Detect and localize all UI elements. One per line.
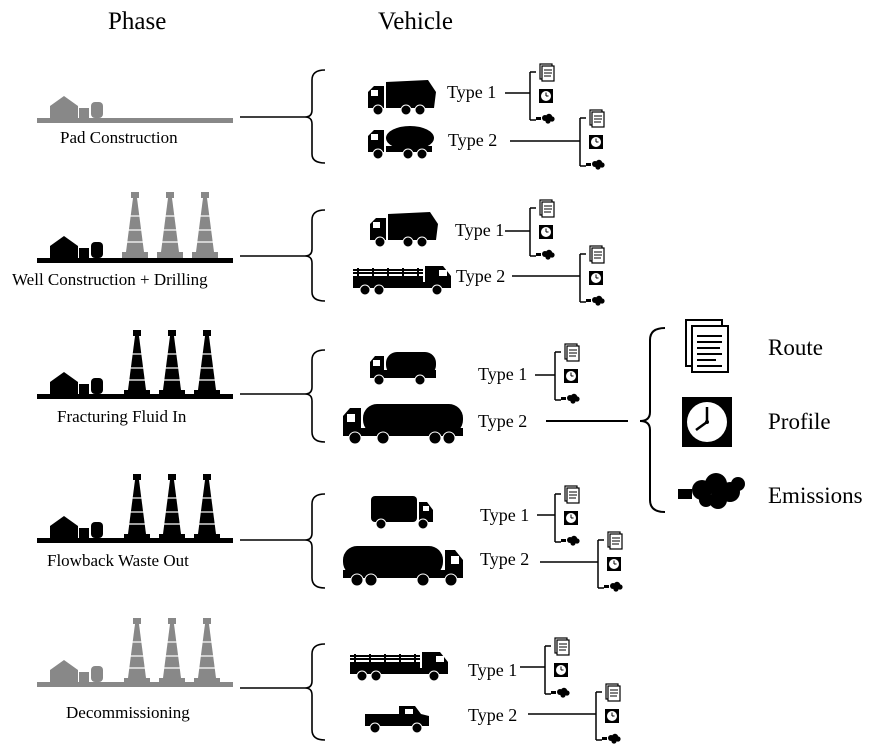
flatbed-truck-icon [352, 265, 452, 296]
type-label-p4-t2: Type 2 [480, 549, 530, 569]
route-profile-emissions-icons [555, 486, 580, 546]
profile-clock-icon [682, 397, 732, 447]
type-label-p2-t1: Type 1 [455, 220, 505, 240]
phase-illustration-flowback [37, 473, 233, 543]
route-profile-emissions-icons [530, 64, 555, 124]
pickup-truck-icon [364, 705, 430, 734]
legend-bracket [639, 327, 666, 513]
phase-illustration-pad [37, 96, 233, 123]
large-tanker-icon [342, 545, 464, 587]
route-profile-emissions-icons [596, 684, 621, 744]
phase-illustration-decommissioning [37, 617, 233, 687]
phase-column-header: Phase [108, 8, 167, 35]
type-label-p5-t2: Type 2 [468, 705, 518, 725]
emissions-icon [678, 473, 745, 509]
flatbed-truck-icon [349, 651, 449, 682]
phase-illustration-drilling [37, 191, 233, 263]
route-profile-emissions-icons [580, 246, 605, 306]
route-profile-emissions-icons [545, 638, 570, 698]
route-profile-emissions-icons [530, 200, 555, 260]
phase-label-flowback-waste: Flowback Waste Out [47, 551, 189, 570]
phase-label-decommissioning: Decommissioning [66, 703, 190, 722]
phase-bracket-1 [240, 69, 326, 164]
dump-truck-icon [367, 79, 437, 116]
box-truck-icon [370, 495, 434, 530]
type-label-p4-t1: Type 1 [480, 505, 530, 525]
large-tanker-icon [342, 403, 464, 445]
legend-label-emissions: Emissions [768, 483, 863, 508]
phase-illustration-fracturing [37, 329, 233, 399]
type-label-p3-t2: Type 2 [478, 411, 528, 431]
phase-label-well-construction: Well Construction + Drilling [12, 270, 208, 289]
type-label-p1-t2: Type 2 [448, 130, 498, 150]
phase-label-fracturing-fluid: Fracturing Fluid In [57, 407, 187, 426]
type-label-p3-t1: Type 1 [478, 364, 528, 384]
route-profile-emissions-icons [580, 110, 605, 170]
cement-mixer-icon [367, 125, 435, 160]
type-label-p2-t2: Type 2 [456, 266, 506, 286]
dump-truck-icon [369, 211, 439, 248]
route-profile-emissions-icons [598, 532, 623, 592]
phase-label-pad-construction: Pad Construction [60, 128, 178, 147]
type-label-p5-t1: Type 1 [468, 660, 518, 680]
vehicle-column-header: Vehicle [378, 8, 453, 35]
type-label-p1-t1: Type 1 [447, 82, 497, 102]
tanker-truck-icon [369, 351, 437, 386]
legend-label-route: Route [768, 335, 823, 360]
legend-label-profile: Profile [768, 409, 831, 434]
route-icon [685, 319, 729, 373]
route-profile-emissions-icons [555, 344, 580, 404]
